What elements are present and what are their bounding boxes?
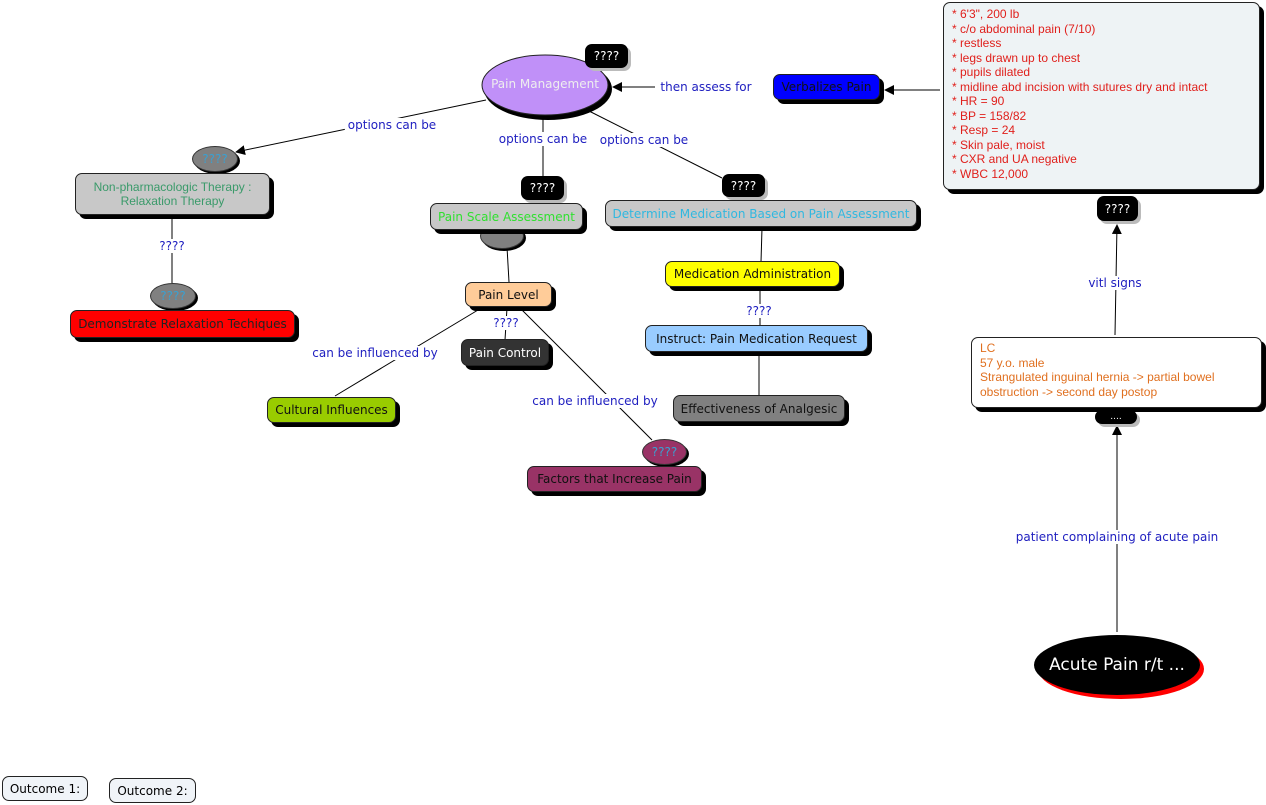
patient-line: Strangulated inguinal hernia -> partial …	[980, 370, 1215, 384]
pain-management-node-shape[interactable]	[481, 54, 609, 116]
link-label-unknown: ????	[490, 316, 522, 330]
note-line: * restless	[952, 36, 1002, 50]
acute-pain-node-shape[interactable]	[1034, 635, 1200, 695]
note-line: * Skin pale, moist	[952, 137, 1045, 152]
assessment-notes-node[interactable]: * 6'3", 200 lb * c/o abdominal pain (7/1…	[943, 2, 1260, 190]
medication-administration-node[interactable]: Medication Administration	[665, 261, 840, 287]
note-line: * 6'3", 200 lb	[952, 7, 1020, 21]
link-label-options: options can be	[344, 118, 440, 132]
link-label-vitl-signs: vitl signs	[1085, 276, 1145, 290]
patient-info-node[interactable]: LC 57 y.o. male Strangulated inguinal he…	[971, 337, 1262, 408]
outcome-2-node[interactable]: Outcome 2:	[109, 778, 196, 803]
note-line: * WBC 12,000	[952, 166, 1029, 181]
link-badge: ????	[585, 44, 628, 68]
note-line: * legs drawn up to chest	[952, 50, 1081, 65]
outcome-1-node[interactable]: Outcome 1:	[2, 776, 88, 801]
link-badge: ????	[521, 176, 564, 200]
link-badge-ellipse: ????	[150, 283, 196, 309]
demonstrate-relaxation-node[interactable]: Demonstrate Relaxation Techiques	[70, 310, 295, 338]
link-badge: ????	[1097, 196, 1138, 221]
link-label-influenced: can be influenced by	[309, 346, 441, 360]
note-line: * midline abd incision with sutures dry …	[952, 79, 1208, 94]
note-line: * Resp = 24	[952, 123, 1016, 137]
link-label-influenced: can be influenced by	[529, 394, 661, 408]
verbalizes-pain-node[interactable]: Verbalizes Pain	[773, 74, 880, 100]
link-label-patient-complaining: patient complaining of acute pain	[1012, 530, 1222, 544]
pain-management-node[interactable]: Pain Management	[491, 77, 599, 91]
note-line: * HR = 90	[952, 94, 1005, 108]
pain-control-node[interactable]: Pain Control	[461, 339, 549, 366]
note-line: * BP = 158/82	[952, 108, 1027, 123]
link-label-then-assess: then assess for	[657, 80, 755, 94]
note-line: * CXR and UA negative	[952, 152, 1077, 166]
effectiveness-analgesic-node[interactable]: Effectiveness of Analgesic	[673, 395, 845, 422]
acute-pain-node[interactable]: Acute Pain r/t ...	[1049, 655, 1185, 675]
link-badge-ellipse: ????	[192, 146, 238, 172]
pain-scale-assessment-node[interactable]: Pain Scale Assessment	[430, 203, 583, 230]
cultural-influences-node[interactable]: Cultural Influences	[267, 397, 396, 423]
link-label-options: options can be	[596, 133, 692, 147]
link-badge-ellipse: ????	[642, 439, 687, 465]
patient-line: obstruction -> second day postop	[980, 384, 1158, 399]
factors-increase-pain-node[interactable]: Factors that Increase Pain	[527, 466, 702, 492]
note-line: * pupils dilated	[952, 65, 1031, 79]
patient-line: LC	[980, 341, 996, 355]
link-label-unknown: ????	[156, 239, 188, 253]
note-line: * c/o abdominal pain (7/10)	[952, 21, 1096, 36]
link-badge: ....	[1095, 410, 1137, 424]
link-badge: ????	[722, 174, 765, 197]
non-pharmacologic-node[interactable]: Non-pharmacologic Therapy : Relaxation T…	[75, 173, 270, 215]
instruct-pain-medication-node[interactable]: Instruct: Pain Medication Request	[645, 325, 868, 352]
determine-medication-node[interactable]: Determine Medication Based on Pain Asses…	[605, 200, 917, 227]
link-label-unknown: ????	[743, 304, 775, 318]
pain-level-node[interactable]: Pain Level	[465, 282, 552, 307]
link-label-options: options can be	[495, 132, 591, 146]
patient-line: 57 y.o. male	[980, 355, 1045, 370]
